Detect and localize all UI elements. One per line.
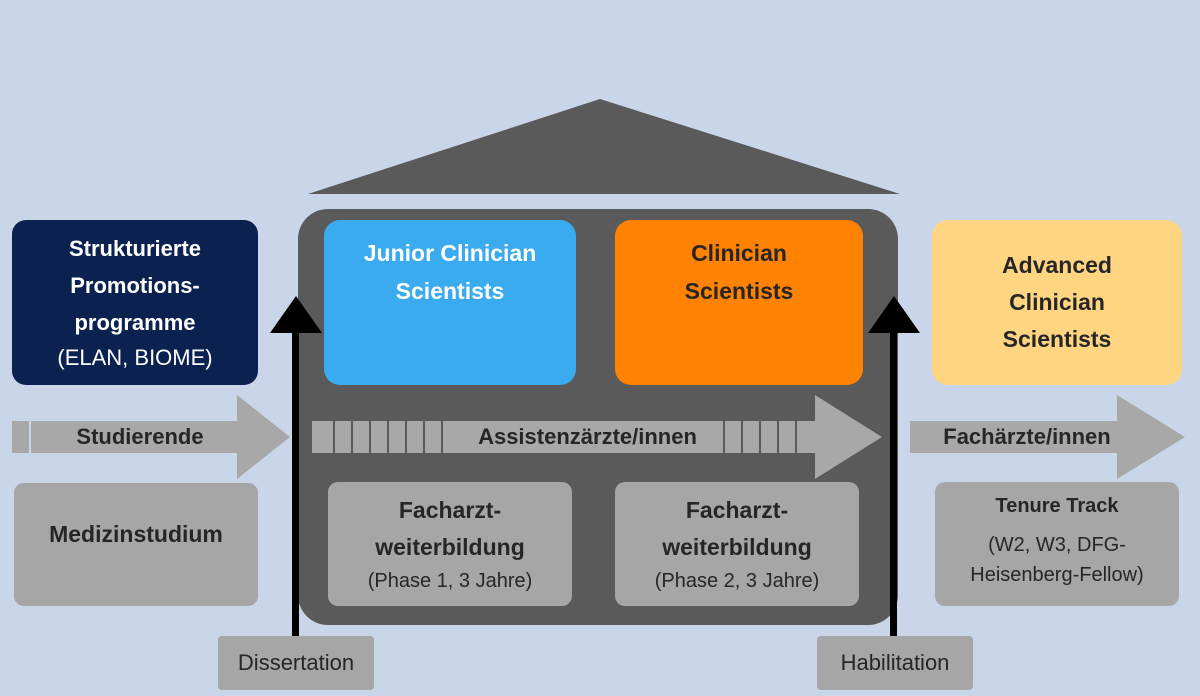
clinician-line-2: Scientists — [684, 278, 794, 304]
advanced-line-3: Scientists — [1002, 326, 1112, 352]
studierende-arrow — [12, 395, 290, 479]
promotions-title-line-2: Promotions- — [70, 273, 200, 298]
habilitation-tag: Habilitation — [817, 636, 973, 690]
medizinstudium-label: Medizinstudium — [49, 521, 223, 547]
phase2-title-line-1: Facharzt- — [685, 497, 789, 523]
phase1-title-line-2: weiterbildung — [375, 534, 525, 560]
advanced-clinician-box: Advanced Clinician Scientists — [932, 220, 1182, 385]
promotions-subtitle: (ELAN, BIOME) — [57, 345, 213, 370]
dissertation-tag: Dissertation — [218, 636, 374, 690]
clinician-line-1: Clinician — [691, 240, 787, 266]
house-roof — [308, 99, 900, 194]
habilitation-up-arrow — [868, 296, 920, 638]
phase1-box: Facharzt- weiterbildung (Phase 1, 3 Jahr… — [328, 482, 572, 606]
clinician-box: Clinician Scientists — [615, 220, 863, 385]
advanced-line-1: Advanced — [1002, 252, 1112, 278]
studierende-label: Studierende — [76, 424, 204, 449]
dissertation-up-arrow — [270, 296, 322, 638]
phase2-title-line-2: weiterbildung — [662, 534, 812, 560]
advanced-line-2: Clinician — [1009, 289, 1105, 315]
medizinstudium-box: Medizinstudium — [14, 483, 258, 606]
phase1-subtitle: (Phase 1, 3 Jahre) — [367, 570, 533, 592]
fachaerzte-arrow — [910, 395, 1185, 479]
phase2-subtitle: (Phase 2, 3 Jahre) — [654, 570, 820, 592]
fachaerzte-label: Fachärzte/innen — [943, 424, 1111, 449]
promotions-programme-box: Strukturierte Promotions- programme (ELA… — [12, 220, 258, 385]
promotions-title-line-3: programme — [74, 310, 196, 335]
phase2-box: Facharzt- weiterbildung (Phase 2, 3 Jahr… — [615, 482, 859, 606]
tenure-sub-line-1: (W2, W3, DFG- — [988, 534, 1126, 556]
tenure-sub-line-2: Heisenberg-Fellow) — [970, 564, 1144, 586]
promotions-title-line-1: Strukturierte — [68, 236, 202, 261]
assistenz-arrow — [312, 395, 882, 479]
junior-line-1: Junior Clinician — [363, 240, 537, 266]
junior-clinician-box: Junior Clinician Scientists — [324, 220, 576, 385]
tenure-title: Tenure Track — [995, 495, 1119, 517]
assistenz-label: Assistenzärzte/innen — [478, 424, 697, 449]
phase1-title-line-1: Facharzt- — [398, 497, 502, 523]
tenure-track-box: Tenure Track (W2, W3, DFG- Heisenberg-Fe… — [935, 482, 1179, 606]
junior-line-2: Scientists — [395, 278, 505, 304]
